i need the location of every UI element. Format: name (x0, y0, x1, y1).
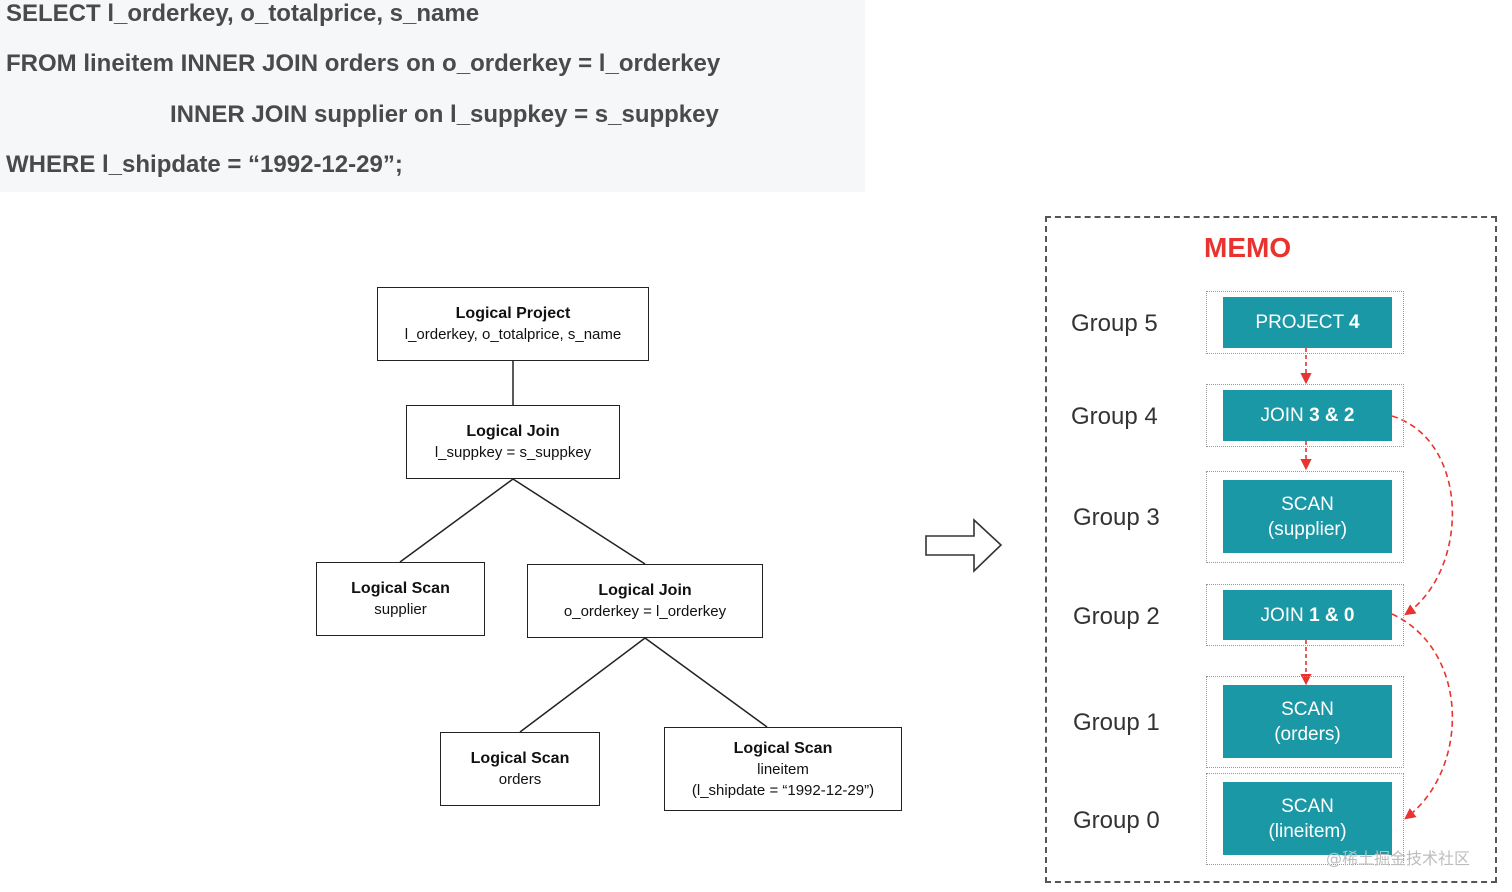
group-label-3: Group 3 (1073, 504, 1160, 531)
group-box-2 (1206, 584, 1404, 646)
memo-op-scan-supplier: SCAN (supplier) (1223, 480, 1392, 553)
node-detail: supplier (374, 601, 427, 618)
op-name: SCAN (1281, 698, 1334, 720)
node-logical-project: Logical Project l_orderkey, o_totalprice… (377, 287, 649, 361)
edge-join-supplier (399, 478, 514, 563)
node-logical-join-bottom: Logical Join o_orderkey = l_orderkey (527, 564, 763, 638)
op-table: (orders) (1274, 723, 1341, 745)
op-children: 4 (1349, 312, 1360, 333)
node-title: Logical Join (598, 582, 692, 599)
op-name: SCAN (1281, 493, 1334, 515)
node-logical-join-top: Logical Join l_suppkey = s_suppkey (406, 405, 620, 479)
node-detail: orders (498, 771, 542, 788)
memo-arrow-4-2 (1391, 415, 1454, 616)
group-label-1: Group 1 (1073, 709, 1160, 736)
memo-panel (1045, 216, 1497, 883)
node-logical-scan-supplier: Logical Scan supplier (316, 562, 485, 636)
memo-op-join-1-0: JOIN 1 & 0 (1223, 590, 1392, 640)
sql-line-where: WHERE l_shipdate = “1992-12-29”; (6, 151, 403, 178)
op-name: JOIN (1260, 405, 1304, 426)
group-label-4: Group 4 (1071, 403, 1158, 430)
sql-line-from: FROM lineitem INNER JOIN orders on o_ord… (6, 50, 721, 77)
node-title: Logical Scan (351, 580, 450, 597)
node-detail: l_suppkey = s_suppkey (434, 444, 592, 461)
group-label-2: Group 2 (1073, 603, 1160, 630)
node-logical-scan-lineitem: Logical Scan lineitem (l_shipdate = “199… (664, 727, 902, 811)
op-name: PROJECT (1255, 312, 1344, 333)
op-table: (lineitem) (1268, 820, 1347, 842)
node-title: Logical Join (466, 423, 560, 440)
sql-line-select: SELECT l_orderkey, o_totalprice, s_name (6, 0, 480, 27)
edge-join-lineitem (644, 637, 768, 728)
memo-op-project: PROJECT 4 (1223, 297, 1392, 348)
memo-op-join-3-2: JOIN 3 & 2 (1223, 390, 1392, 441)
op-children: 3 & 2 (1309, 405, 1355, 426)
group-label-0: Group 0 (1073, 807, 1160, 834)
group-box-0 (1206, 773, 1404, 865)
memo-op-scan-orders: SCAN (orders) (1223, 685, 1392, 758)
group-box-4 (1206, 384, 1404, 447)
node-detail: l_orderkey, o_totalprice, s_name (404, 326, 622, 343)
watermark-text: @稀土掘金技术社区 (1326, 849, 1471, 868)
sql-query-panel: SELECT l_orderkey, o_totalprice, s_name … (0, 0, 865, 192)
transform-arrow-icon (925, 518, 1003, 573)
edge-join-join (512, 478, 646, 565)
group-box-1 (1206, 676, 1404, 768)
node-predicate: (l_shipdate = “1992-12-29”) (691, 781, 875, 799)
group-box-5 (1206, 291, 1404, 354)
sql-line-join: INNER JOIN supplier on l_suppkey = s_sup… (170, 101, 719, 128)
edge-join-orders (519, 637, 646, 733)
memo-op-scan-lineitem: SCAN (lineitem) (1223, 782, 1392, 855)
node-title: Logical Scan (733, 739, 833, 757)
memo-arrow-2-0 (1391, 613, 1454, 820)
op-children: 1 & 0 (1309, 604, 1355, 626)
memo-title: MEMO (1204, 232, 1292, 263)
node-detail: lineitem (757, 760, 809, 778)
node-title: Logical Project (455, 305, 571, 322)
group-label-5: Group 5 (1071, 310, 1158, 337)
node-logical-scan-orders: Logical Scan orders (440, 732, 600, 806)
group-box-3 (1206, 471, 1404, 563)
op-name: SCAN (1281, 795, 1334, 817)
node-title: Logical Scan (470, 750, 570, 767)
op-name: JOIN (1260, 604, 1304, 626)
node-detail: o_orderkey = l_orderkey (563, 603, 727, 620)
op-table: (supplier) (1267, 518, 1348, 540)
